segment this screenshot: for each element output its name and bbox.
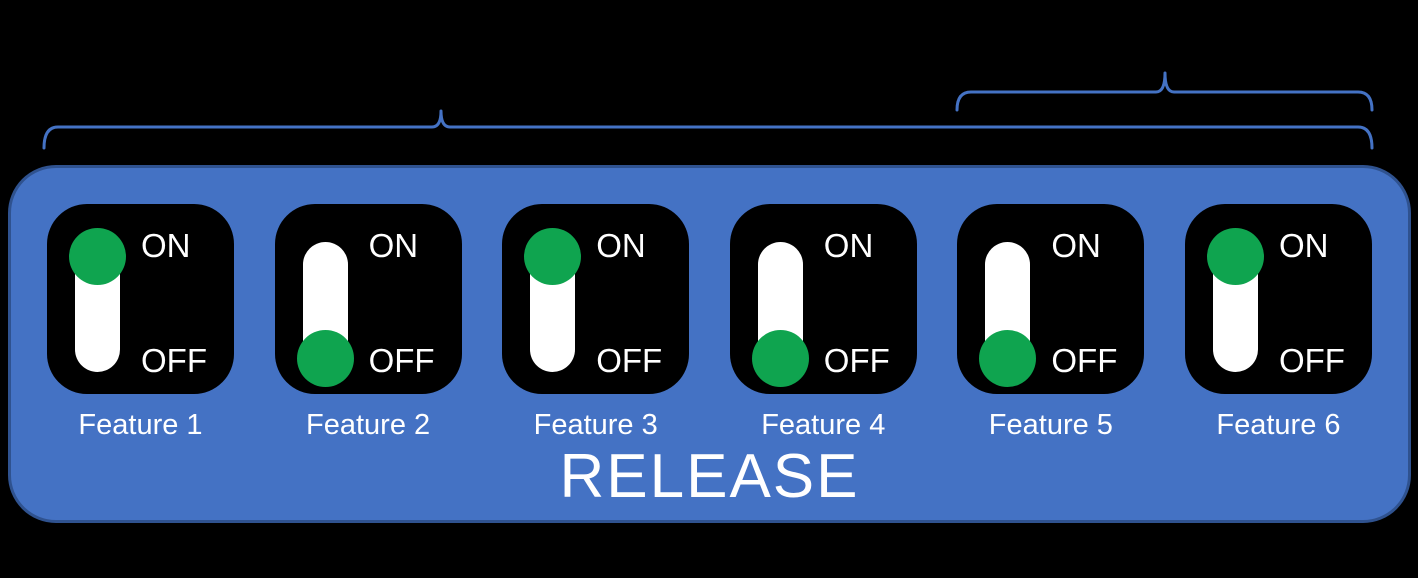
feature-3-name: Feature 3: [533, 409, 658, 441]
feature-6-name: Feature 6: [1216, 409, 1341, 441]
toggle-knob[interactable]: [296, 330, 354, 387]
off-label: OFF: [1278, 342, 1345, 379]
brace-annotations: [42, 71, 1374, 150]
feature-unit-6: ON OFF Feature 6: [1184, 204, 1372, 442]
release-panel: ON OFF Feature 1 ON OFF Feature 2 ON OFF…: [8, 165, 1411, 523]
feature-4-name: Feature 4: [761, 409, 886, 441]
on-label: ON: [141, 227, 191, 264]
features-row: ON OFF Feature 1 ON OFF Feature 2 ON OFF…: [11, 168, 1408, 442]
toggle-knob[interactable]: [751, 330, 809, 387]
brace-annotation-upper: [955, 71, 1374, 112]
feature-6-toggle[interactable]: ON OFF: [1184, 204, 1372, 394]
feature-2-name: Feature 2: [306, 409, 431, 441]
release-title: RELEASE: [559, 442, 860, 511]
feature-2-toggle[interactable]: ON OFF: [274, 204, 462, 394]
feature-1-name: Feature 1: [78, 409, 203, 441]
off-label: OFF: [596, 342, 663, 379]
off-label: OFF: [141, 342, 207, 379]
feature-4-toggle[interactable]: ON OFF: [729, 204, 917, 394]
on-label: ON: [368, 227, 419, 264]
toggle-knob[interactable]: [1206, 228, 1264, 285]
feature-unit-1: ON OFF Feature 1: [47, 204, 234, 442]
toggle-knob[interactable]: [69, 228, 126, 285]
feature-1-toggle[interactable]: ON OFF: [47, 204, 234, 394]
feature-3-toggle[interactable]: ON OFF: [502, 204, 690, 394]
feature-unit-4: ON OFF Feature 4: [729, 204, 917, 442]
off-label: OFF: [1051, 342, 1118, 379]
toggle-knob[interactable]: [524, 228, 582, 285]
on-label: ON: [823, 227, 874, 264]
feature-5-toggle[interactable]: ON OFF: [957, 204, 1145, 394]
on-label: ON: [1278, 227, 1329, 264]
off-label: OFF: [823, 342, 890, 379]
off-label: OFF: [368, 342, 435, 379]
feature-unit-5: ON OFF Feature 5: [957, 204, 1145, 442]
on-label: ON: [1051, 227, 1101, 264]
on-label: ON: [596, 227, 646, 264]
feature-unit-3: ON OFF Feature 3: [502, 204, 690, 442]
feature-5-name: Feature 5: [988, 409, 1113, 441]
feature-unit-2: ON OFF Feature 2: [274, 204, 462, 442]
toggle-knob[interactable]: [979, 330, 1037, 387]
brace-annotation-wide: [42, 109, 1374, 150]
